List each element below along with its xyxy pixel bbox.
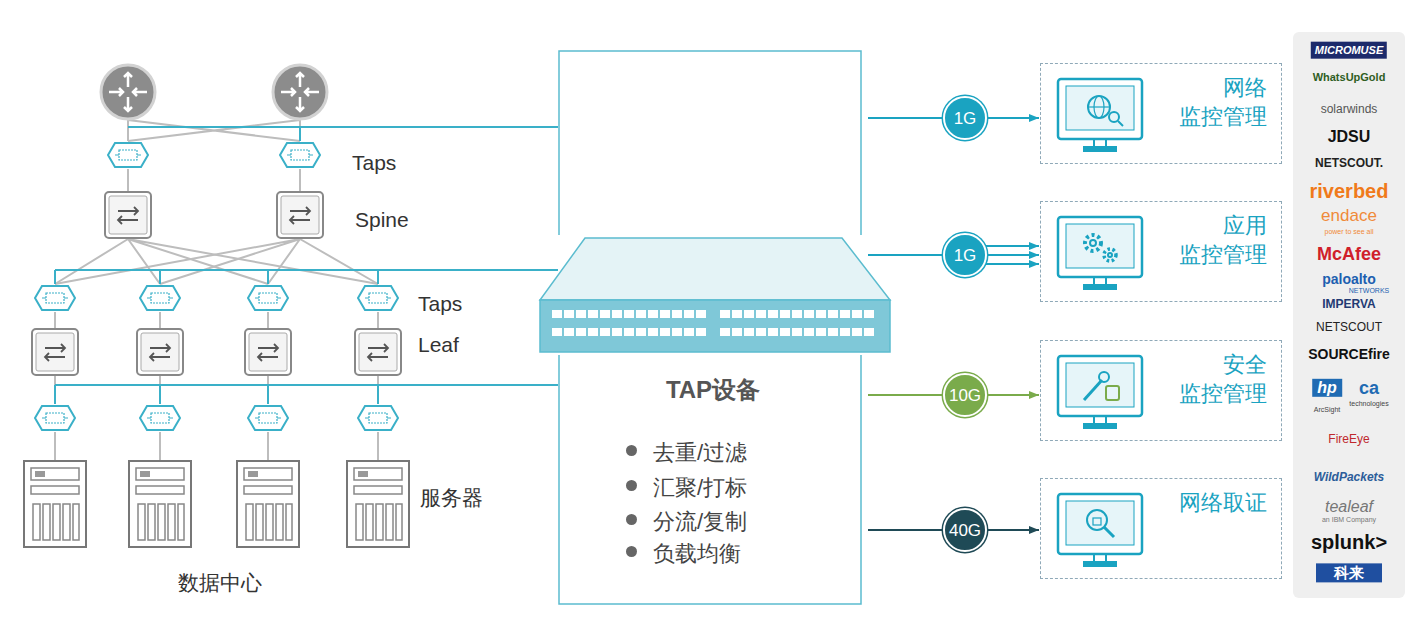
speed-label: 10G [949, 387, 981, 404]
vendor-logo: NETSCOUT [1316, 321, 1382, 335]
vendor-logo: McAfee [1317, 244, 1381, 265]
vendor-logo: ArcSight [1314, 406, 1340, 414]
vendor-logo: paloalto [1322, 271, 1376, 287]
bullet-row: 分流/复制 [626, 507, 747, 535]
panel-title: 网络取证 [1179, 489, 1267, 518]
vendor-logo: IMPERVA [1322, 298, 1376, 312]
monitor-box: 安全 监控管理 [1040, 340, 1282, 441]
vendor-logo: solarwinds [1321, 103, 1378, 117]
bullet-dot [626, 480, 637, 491]
bullet-dot [626, 514, 637, 525]
vendor-panel: MICROMUSE WhatsUpGold solarwindsJDSU NETSCO… [1293, 32, 1405, 598]
part-label: Taps [352, 150, 396, 175]
connector [985, 263, 1039, 265]
vendor-logo: riverbed [1310, 180, 1389, 203]
vendor-logo: JDSU [1328, 128, 1371, 146]
bullet-row: 负载均衡 [626, 539, 741, 567]
monitor-box: 网络取证 [1040, 478, 1282, 579]
panel-title: 应用 监控管理 [1157, 212, 1267, 269]
vendor-logo: endace [1321, 206, 1377, 226]
connector [868, 254, 943, 256]
connector [987, 394, 1039, 396]
bullet-row: 去重/过滤 [626, 438, 747, 466]
connector [868, 117, 943, 119]
panel-title: 网络 监控管理 [1157, 74, 1267, 131]
vendor-logo: WhatsUpGold [1313, 71, 1386, 84]
vendor-logo: an IBM Company [1322, 516, 1376, 524]
panel-title: 安全 监控管理 [1157, 351, 1267, 408]
vendor-logo: ca [1359, 378, 1379, 399]
connector [987, 529, 1039, 531]
bullet-dot [626, 445, 637, 456]
connector [987, 254, 1039, 256]
speed-circle: 40G [943, 508, 987, 552]
speed-circle: 1G [943, 233, 987, 277]
part-label: Spine [355, 207, 409, 232]
speed-label: 1G [954, 110, 977, 127]
vendor-logo: FireEye [1328, 433, 1369, 447]
vendor-logo: NETSCOUT. [1315, 157, 1383, 171]
connector [868, 394, 943, 396]
bullet-dot [626, 546, 637, 557]
vendor-logo: MICROMUSE [1311, 42, 1387, 59]
vendor-logo: hp [1312, 379, 1342, 397]
part-label: 数据中心 [178, 570, 262, 595]
bullet-text: 去重/过滤 [653, 440, 747, 465]
part-label: 服务器 [420, 485, 483, 510]
vendor-logo: tealeaf [1325, 498, 1373, 516]
tap-border [559, 51, 861, 604]
vendor-logo: splunk> [1311, 531, 1387, 554]
vendor-logo: SOURCEfire [1308, 346, 1390, 362]
speed-circle: 1G [943, 96, 987, 140]
monitor-box: 网络 监控管理 [1040, 63, 1282, 164]
speed-circle: 10G [943, 373, 987, 417]
bullet-text: 分流/复制 [653, 509, 747, 534]
connector [868, 529, 943, 531]
bullet-text: 汇聚/打标 [653, 475, 747, 500]
monitor-box: 应用 监控管理 [1040, 201, 1282, 302]
vendor-logo: technologies [1349, 400, 1388, 408]
connector [987, 117, 1039, 119]
tap-device-box: TAP设备去重/过滤汇聚/打标分流/复制负载均衡 [558, 50, 868, 605]
vendor-logo: power to see all [1324, 228, 1373, 236]
bullet-row: 汇聚/打标 [626, 473, 747, 501]
part-label: Leaf [418, 332, 459, 357]
device-title: TAP设备 [558, 375, 868, 405]
speed-label: 40G [949, 522, 981, 539]
bullet-text: 负载均衡 [653, 541, 741, 566]
speed-label: 1G [954, 247, 977, 264]
part-label: Taps [418, 291, 462, 316]
connector [985, 245, 1039, 247]
vendor-logo: 科来 [1316, 563, 1382, 582]
vendor-logo: WildPackets [1314, 471, 1385, 485]
vendor-logo: NETWORKS [1349, 287, 1389, 295]
